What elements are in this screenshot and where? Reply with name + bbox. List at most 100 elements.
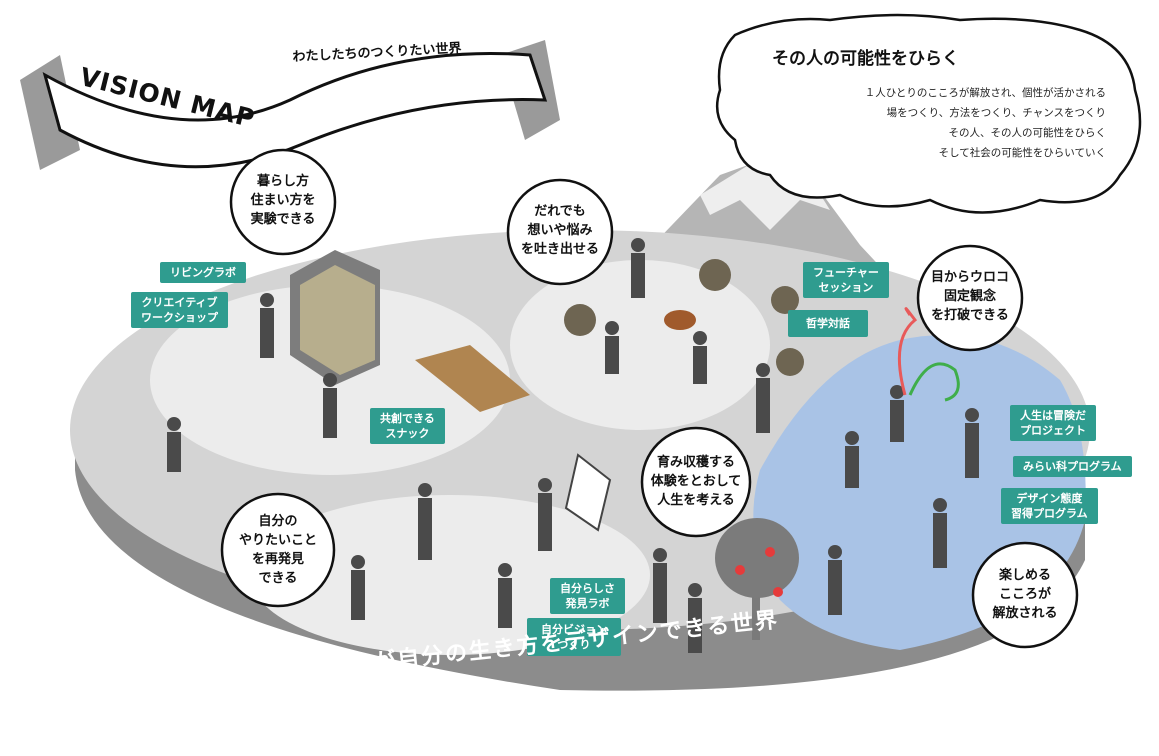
tag-co-creation-snack: 共創できる スナック [370, 408, 445, 444]
tag-future-session: フューチャー セッション [803, 262, 889, 298]
tag-self-discovery-lab: 自分らしさ 発見ラボ [550, 578, 625, 614]
bench [415, 345, 530, 412]
bubble-line: 人生を考える [657, 493, 735, 508]
person [498, 578, 512, 628]
tag-label: リビングラボ [170, 266, 236, 279]
person [260, 308, 274, 358]
banner-ribbon-back [20, 55, 80, 170]
tag-label: 自分らしさ [560, 582, 615, 595]
speech-bubble [640, 426, 752, 538]
tag-label: プロジェクト [1020, 424, 1086, 437]
bubble-line: 目からウロコ [930, 270, 1009, 285]
bubble-line: できる [258, 571, 298, 586]
tag-label: 自分ビジョン [541, 623, 607, 636]
person [845, 431, 859, 445]
speech-bubble [220, 492, 336, 608]
speech-bubble [506, 178, 614, 286]
tag-living-lab: リビングラボ [160, 262, 246, 283]
bonfire [664, 310, 696, 330]
tag-label: 発見ラボ [565, 597, 610, 610]
person [828, 545, 842, 559]
apple [765, 547, 775, 557]
person [323, 388, 337, 438]
person [688, 598, 702, 653]
cloud-body: １人ひとりのこころが解放され、個性が活かされる 場をつくり、方法をつくり、チャン… [865, 83, 1106, 163]
bubble-line: だれでも [534, 204, 586, 219]
bubble-line: 自分の [258, 514, 298, 529]
tag-creative-workshop: クリエイティブ ワークショップ [131, 292, 228, 328]
bubble-line: やりたいこと [238, 533, 317, 548]
tag-label: セッション [818, 281, 874, 294]
tag-life-adventure: 人生は冒険だ プロジェクト [1010, 405, 1096, 441]
dialogue-zone [510, 260, 770, 430]
bubble-line: こころが [998, 587, 1051, 602]
ribbon [897, 307, 918, 396]
person [498, 563, 512, 577]
person [418, 498, 432, 560]
tag-mirai-program: みらい科プログラム [1013, 456, 1132, 477]
tag-label: 習得プログラム [1011, 507, 1088, 520]
tag-label: デザイン態度 [1016, 492, 1083, 505]
person [828, 560, 842, 615]
person [688, 583, 702, 597]
pot [771, 286, 799, 314]
speech-bubble [229, 148, 337, 256]
bubble-rediscover: 自分の やりたいこと を再発見 できる [233, 512, 323, 588]
banner-ribbon [42, 52, 548, 169]
person [260, 293, 274, 307]
tag-label: ワークショップ [141, 311, 218, 324]
person [538, 493, 552, 551]
tag-label: 人生は冒険だ [1020, 409, 1086, 422]
bubble-speak: だれでも 想いや悩み を吐き出せる [515, 202, 605, 259]
person [631, 253, 645, 298]
speech-bubble [916, 244, 1024, 352]
tree-crown [715, 518, 799, 598]
person [351, 570, 365, 620]
person [538, 478, 552, 492]
apple [735, 565, 745, 575]
bubble-line: 育み収穫する [656, 455, 735, 470]
tag-philosophy-dialogue: 哲学対話 [788, 310, 868, 337]
cloud-line: 場をつくり、方法をつくり、チャンスをつくり [886, 107, 1106, 119]
cloud-line: そして社会の可能性をひらいていく [938, 147, 1106, 159]
bubble-line: 実験できる [250, 212, 316, 227]
easel [564, 453, 612, 532]
bubble-line: 想いや悩み [527, 223, 593, 238]
person [693, 346, 707, 384]
tag-label: 共創できる [380, 412, 435, 425]
cloud-title: その人の可能性をひらく [772, 49, 959, 69]
person [167, 432, 181, 472]
tag-label: 哲学対話 [806, 317, 850, 330]
person [167, 417, 181, 431]
bubble-line: 住まい方を [250, 193, 316, 208]
tag-label: クリエイティブ [141, 296, 218, 309]
cloud-line: １人ひとりのこころが解放され、個性が活かされる [864, 87, 1106, 99]
bubble-living: 暮らし方 住まい方を 実験できる [243, 172, 323, 229]
person [933, 498, 947, 512]
person [693, 331, 707, 345]
bubble-line: 体験をとおして [650, 474, 742, 489]
person [756, 378, 770, 433]
person [890, 385, 904, 399]
thought-cloud [715, 13, 1142, 214]
person [323, 373, 337, 387]
person [418, 483, 432, 497]
tree-trunk [752, 560, 760, 640]
person [965, 408, 979, 422]
tag-label: フューチャー [813, 266, 879, 279]
ribbon [908, 362, 960, 402]
person [631, 238, 645, 252]
bubble-line: 暮らし方 [256, 174, 309, 189]
pot [776, 348, 804, 376]
bubble-line: を吐き出せる [520, 242, 599, 257]
person [845, 446, 859, 488]
bubble-enjoy: 楽しめる こころが 解放される [985, 566, 1065, 623]
person [605, 336, 619, 374]
pot [564, 304, 596, 336]
cloud-line: その人、その人の可能性をひらく [948, 127, 1107, 139]
person [653, 563, 667, 623]
bubble-line: 固定観念 [943, 289, 996, 304]
house-glass [300, 265, 375, 375]
pot [699, 259, 731, 291]
